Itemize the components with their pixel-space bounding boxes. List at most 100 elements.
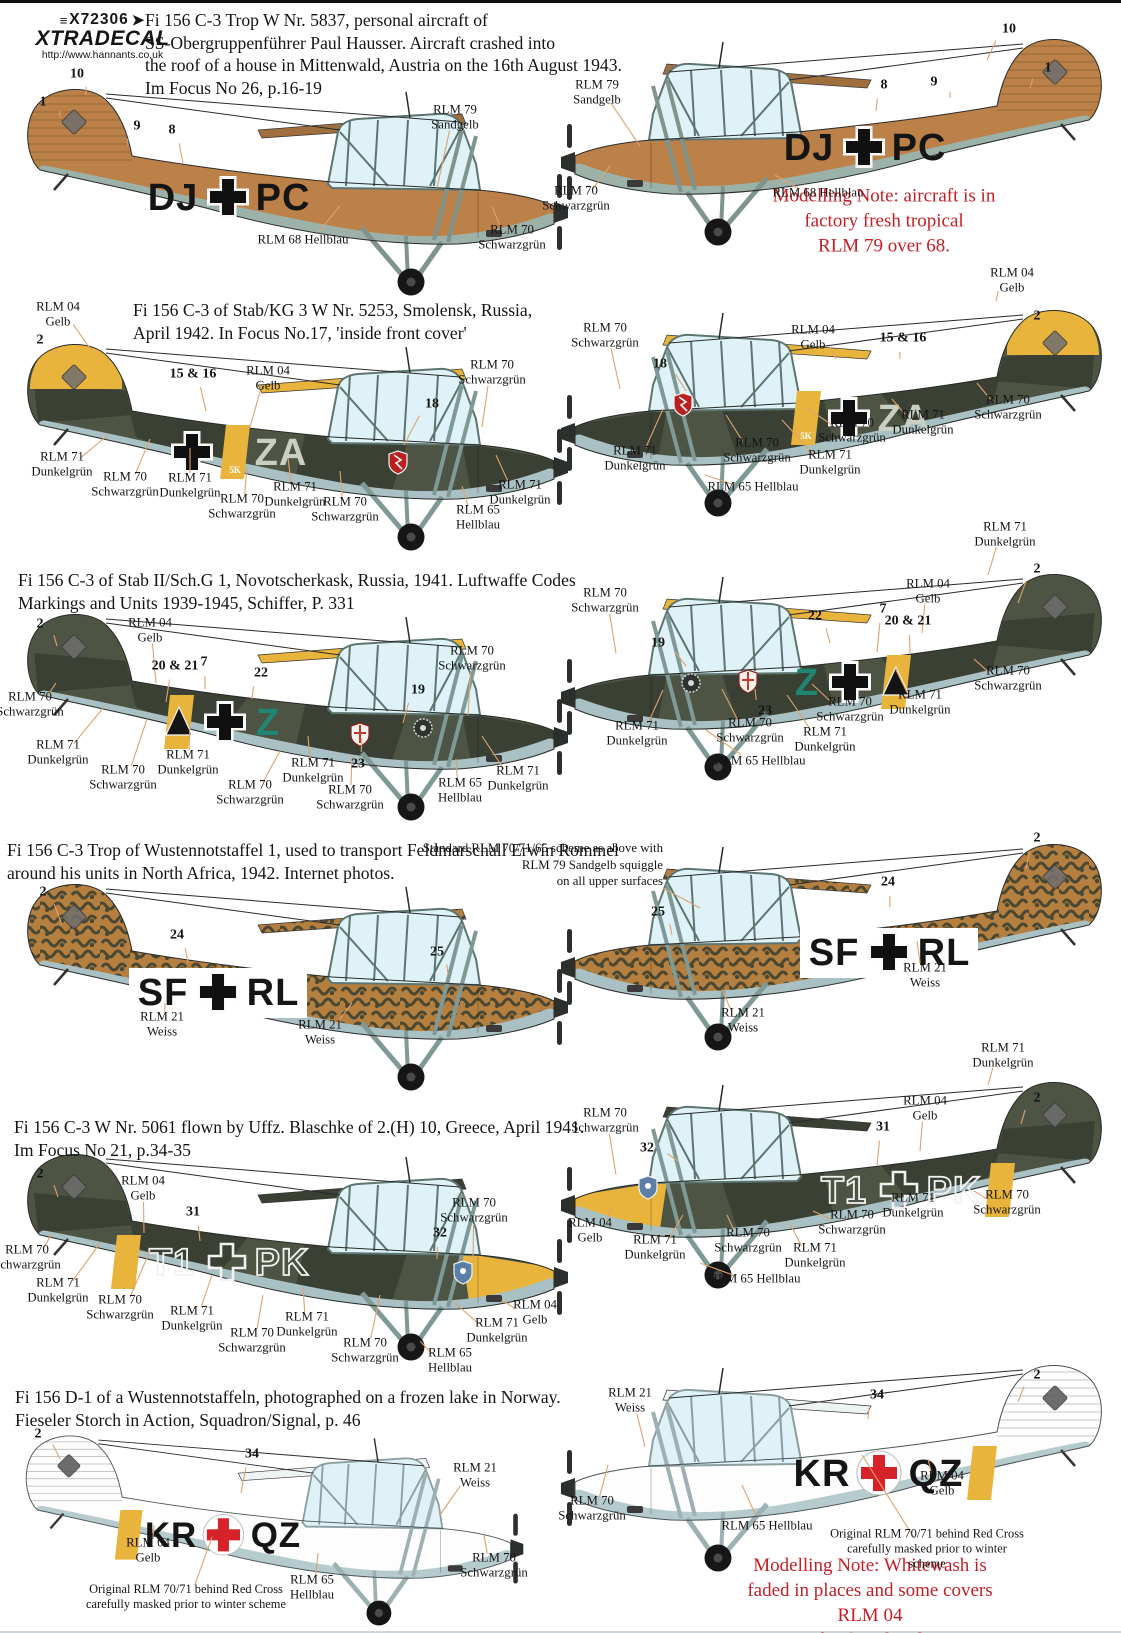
canopy-frame xyxy=(720,69,726,137)
fuselage-band xyxy=(220,425,250,479)
bracing-wire xyxy=(668,43,1024,73)
camouflage-patch xyxy=(997,349,1095,389)
wheel-hub xyxy=(406,1342,416,1352)
canopy-brace xyxy=(395,1469,427,1526)
canopy-frame xyxy=(690,340,696,408)
bracing-wire xyxy=(668,578,1024,608)
wheel-hub xyxy=(713,227,723,237)
propeller-spinner xyxy=(554,457,568,478)
canopy-frame xyxy=(690,1395,696,1463)
number-callout: 22 xyxy=(254,665,268,681)
color-callout-label: RLM 70 Schwarzgrün xyxy=(973,1187,1041,1217)
brand-name: XTRADECAL xyxy=(35,27,170,50)
aerial-mast xyxy=(373,1438,379,1463)
cabane-strut xyxy=(432,384,464,496)
canopy-glazing xyxy=(301,1457,444,1530)
tail-skid xyxy=(53,428,69,446)
bracing-wire xyxy=(105,97,341,131)
color-callout-label: RLM 71 Dunkelgrün xyxy=(972,1040,1034,1070)
wheel-hub xyxy=(406,802,416,812)
exhaust xyxy=(627,180,643,187)
color-callout-label: RLM 71 Dunkelgrün xyxy=(31,449,93,479)
color-callout-label: RLM 70 Schwarzgrün xyxy=(974,663,1042,693)
bracing-wire xyxy=(788,47,1024,81)
scheme-annotation: Standard RLM 70/71/65 scheme as above wi… xyxy=(422,841,663,889)
canopy-brace xyxy=(429,650,463,712)
color-callout-label: RLM 71 Dunkelgrün xyxy=(882,1190,944,1220)
tail-insignia-placeholder xyxy=(1042,1385,1068,1411)
aircraft-code-letters: DJ xyxy=(148,177,199,219)
canopy-brace xyxy=(429,1190,463,1252)
propeller-blade xyxy=(567,659,572,683)
number-callout: 25 xyxy=(651,904,665,920)
tail-skid xyxy=(1060,394,1076,412)
cabane-strut xyxy=(665,1405,697,1517)
number-callout: 9 xyxy=(930,74,938,90)
canopy-frame xyxy=(403,914,409,982)
canopy-brace xyxy=(740,81,790,137)
camouflage-patch xyxy=(997,1121,1095,1161)
aircraft-code-letters: KR xyxy=(794,1453,851,1495)
color-callout-label: RLM 04 Gelb xyxy=(920,1468,964,1498)
propeller-blade xyxy=(567,176,572,200)
stencil-cross-marking xyxy=(879,1170,919,1210)
canopy-frame xyxy=(345,374,351,442)
aerial-mast xyxy=(718,1084,724,1112)
color-callout-label: RLM 68 Hellblau xyxy=(257,232,349,247)
tail-skid xyxy=(53,173,69,191)
canopy-frame xyxy=(720,1395,726,1463)
xtradecal-logo: ≡ X72306 ➤ XTRADECAL http://www.hannants… xyxy=(10,11,195,61)
color-callout-label: RLM 04 Gelb xyxy=(36,299,80,329)
canopy-frame xyxy=(345,914,351,982)
color-callout-label: RLM 70 Schwarzgrün xyxy=(571,585,639,615)
aircraft-code-letters: ZA xyxy=(255,432,308,474)
color-callout-label: RLM 71 Dunkelgrün xyxy=(489,477,551,507)
number-callout: 24 xyxy=(881,874,895,890)
fuselage xyxy=(575,1365,1102,1521)
number-callout: 8 xyxy=(168,122,176,138)
color-callout-label: RLM 70 Schwarzgrün xyxy=(316,782,384,812)
color-callout-label: RLM 71 Dunkelgrün xyxy=(604,443,666,473)
color-callout-label: RLM 04 Gelb xyxy=(568,1215,612,1245)
bottom-rule xyxy=(0,1631,1121,1633)
bracing-wire xyxy=(105,618,461,648)
bracing-wire xyxy=(788,582,1024,616)
color-callout-label: RLM 70 Schwarzgrün xyxy=(714,1225,782,1255)
aerial-mast xyxy=(718,846,724,874)
aerial-mast xyxy=(718,1367,724,1395)
number-callout: 19 xyxy=(411,682,425,698)
yellow-fin-top xyxy=(30,344,122,389)
color-callout-label: RLM 04 Gelb xyxy=(121,1173,165,1203)
number-callout: 15 & 16 xyxy=(169,366,217,382)
canopy-brace xyxy=(740,616,790,672)
airframe xyxy=(25,1435,524,1626)
color-callout-label: RLM 70 Schwarzgrün xyxy=(89,762,157,792)
fuselage xyxy=(27,344,554,500)
unit-badge xyxy=(388,450,408,475)
balkenkreuz-marking xyxy=(831,400,867,436)
exhaust xyxy=(447,1565,463,1572)
website-url: http://www.hannants.co.uk xyxy=(41,50,164,61)
canopy-glazing xyxy=(647,1388,803,1468)
aerial-mast xyxy=(405,1156,411,1184)
cabane-strut xyxy=(432,654,464,766)
cabane-strut xyxy=(432,924,464,1036)
propeller-spinner xyxy=(554,1267,568,1288)
number-callout: 9 xyxy=(133,118,141,134)
bracing-wire xyxy=(788,318,1024,352)
canopy-frame xyxy=(690,1112,696,1180)
tail-insignia-placeholder xyxy=(1042,864,1068,890)
color-callout-label: RLM 65 Hellblau xyxy=(427,1345,473,1375)
aircraft-profile-port-side: Z xyxy=(27,614,568,821)
cabane-strut xyxy=(665,614,697,726)
propeller-blade xyxy=(557,429,562,453)
canopy-frame xyxy=(433,1184,439,1252)
canopy-frame xyxy=(750,69,756,137)
fuselage xyxy=(575,310,1102,466)
color-callout-label: RLM 71 Dunkelgrün xyxy=(974,519,1036,549)
canopy-frame xyxy=(371,1463,378,1525)
canopy-brace xyxy=(740,1124,790,1180)
